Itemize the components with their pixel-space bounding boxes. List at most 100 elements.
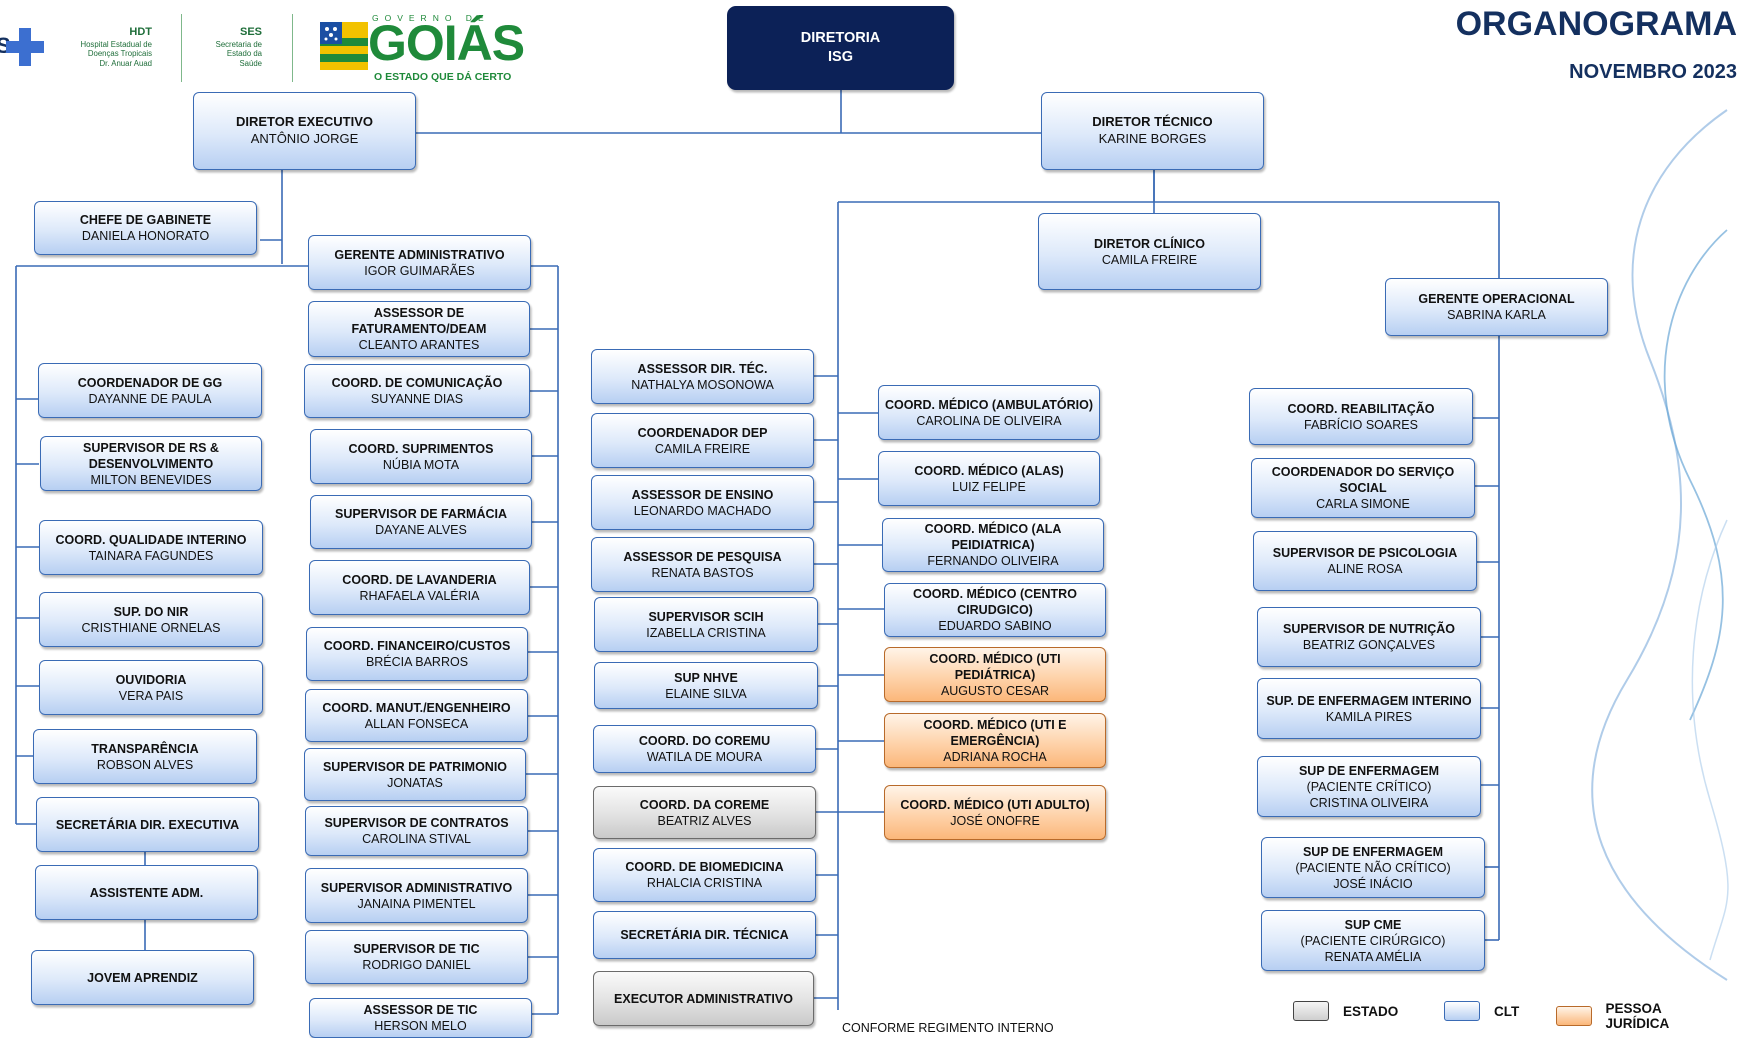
box-name: CAROLINA STIVAL — [362, 832, 471, 846]
box-title: COORD. SUPRIMENTOS — [348, 441, 494, 456]
org-box-jovem-aprendiz[interactable]: JOVEM APRENDIZ — [31, 950, 254, 1005]
box-title: EXECUTOR ADMINISTRATIVO — [614, 991, 793, 1006]
box-title: SUPERVISOR DE PSICOLOGIA — [1272, 546, 1458, 560]
box-name: LUIZ FELIPE — [952, 479, 1026, 494]
org-box-coordenador-gg[interactable]: COORDENADOR DE GG DAYANNE DE PAULA — [38, 363, 262, 418]
org-box-supervisor-farmacia[interactable]: SUPERVISOR DE FARMÁCIA DAYANE ALVES — [310, 495, 532, 549]
box-title: COORD. DE BIOMEDICINA — [625, 860, 784, 874]
org-box-diretoria[interactable]: DIRETORIA ISG — [727, 6, 954, 90]
box-title: SUPERVISOR ADMINISTRATIVO — [320, 880, 513, 895]
org-box-med-alas[interactable]: COORD. MÉDICO (ALAS) LUIZ FELIPE — [878, 451, 1100, 506]
box-name: KAMILA PIRES — [1325, 709, 1413, 724]
org-box-med-uti-pediatrica[interactable]: COORD. MÉDICO (UTI PEDIÁTRICA) AUGUSTO C… — [884, 647, 1106, 702]
legend-label: CLT — [1494, 1003, 1520, 1019]
box-name: JONATAS — [387, 775, 443, 790]
box-title: COORD. MÉDICO (ALA PEIDIATRICA) — [924, 522, 1062, 552]
org-box-supervisor-rs[interactable]: SUPERVISOR DE RS & DESENVOLVIMENTO MILTO… — [40, 436, 262, 491]
ses-line: Estado da — [226, 49, 262, 59]
org-box-coordenador-dep[interactable]: COORDENADOR DEP CAMILA FREIRE — [591, 413, 814, 468]
org-box-med-uti-adulto[interactable]: COORD. MÉDICO (UTI ADULTO) JOSÉ ONOFRE — [884, 785, 1106, 840]
org-box-gerente-administrativo[interactable]: GERENTE ADMINISTRATIVO IGOR GUIMARÃES — [308, 235, 531, 290]
box-title: ASSESSOR DE TIC — [363, 1003, 478, 1017]
org-box-assessor-dir-tec[interactable]: ASSESSOR DIR. TÉC. NATHALYA MOSONOWA — [591, 349, 814, 404]
box-title: SECRETÁRIA DIR. EXECUTIVA — [55, 817, 240, 832]
box-title: SUPERVISOR DE RS & DESENVOLVIMENTO — [83, 440, 219, 471]
org-box-assistente-adm[interactable]: ASSISTENTE ADM. — [35, 865, 258, 920]
org-box-supervisor-administrativo[interactable]: SUPERVISOR ADMINISTRATIVO JANAINA PIMENT… — [305, 868, 528, 923]
box-name: ROBSON ALVES — [96, 757, 194, 772]
org-box-sup-enfermagem-critico[interactable]: SUP DE ENFERMAGEM (PACIENTE CRÍTICO) CRI… — [1257, 756, 1481, 817]
box-name: AUGUSTO CESAR — [940, 683, 1050, 698]
org-box-executor-administrativo[interactable]: EXECUTOR ADMINISTRATIVO — [593, 971, 814, 1026]
org-box-coord-biomedicina[interactable]: COORD. DE BIOMEDICINA RHALCIA CRISTINA — [593, 848, 816, 902]
org-box-supervisor-contratos[interactable]: SUPERVISOR DE CONTRATOS CAROLINA STIVAL — [305, 806, 528, 856]
org-box-supervisor-psicologia[interactable]: SUPERVISOR DE PSICOLOGIA ALINE ROSA — [1253, 531, 1477, 591]
org-box-secretaria-tecnica[interactable]: SECRETÁRIA DIR. TÉCNICA — [593, 911, 816, 959]
box-name: BEATRIZ GONÇALVES — [1302, 638, 1436, 652]
box-name: CAROLINA DE OLIVEIRA — [916, 413, 1062, 428]
org-box-coord-coreme[interactable]: COORD. DA COREME BEATRIZ ALVES — [593, 786, 816, 839]
page-title: ORGANOGRAMA — [1455, 5, 1737, 43]
box-title: COORDENADOR DO SERVIÇO SOCIAL — [1271, 465, 1455, 495]
legend-pessoa-juridica: PESSOA JURÍDICA — [1556, 1001, 1727, 1031]
box-title: SUP CME — [1344, 917, 1402, 932]
org-box-med-centro-cirurgico[interactable]: COORD. MÉDICO (CENTRO CIRUDGICO) EDUARDO… — [884, 583, 1106, 637]
legend-swatch-clt — [1444, 1001, 1480, 1021]
org-box-coord-reabilitacao[interactable]: COORD. REABILITAÇÃO FABRÍCIO SOARES — [1249, 388, 1473, 445]
org-box-supervisor-tic[interactable]: SUPERVISOR DE TIC RODRIGO DANIEL — [305, 930, 528, 984]
box-title: GERENTE OPERACIONAL — [1418, 292, 1575, 306]
goias-wordmark: GOIÁS — [368, 15, 525, 71]
box-title: ASSESSOR DE FATURAMENTO/DEAM — [351, 306, 487, 336]
box-title: OUVIDORIA — [115, 672, 187, 687]
box-subtitle: (PACIENTE CRÍTICO) — [1306, 779, 1432, 794]
box-title: SUP DE ENFERMAGEM — [1302, 844, 1444, 859]
org-box-med-uti-emergencia[interactable]: COORD. MÉDICO (UTI E EMERGÊNCIA) ADRIANA… — [884, 713, 1106, 768]
hdt-line: Dr. Anuar Auad — [99, 58, 152, 68]
org-box-assessor-ensino[interactable]: ASSESSOR DE ENSINO LEONARDO MACHADO — [591, 475, 814, 530]
org-box-director-clinico[interactable]: DIRETOR CLÍNICO CAMILA FREIRE — [1038, 213, 1261, 290]
box-title: ASSISTENTE ADM. — [89, 885, 204, 900]
org-box-assessor-faturamento[interactable]: ASSESSOR DE FATURAMENTO/DEAM CLEANTO ARA… — [308, 301, 530, 357]
org-box-secretaria-executiva[interactable]: SECRETÁRIA DIR. EXECUTIVA — [36, 797, 259, 852]
box-title: SUPERVISOR DE PATRIMONIO — [322, 759, 508, 774]
org-box-coord-financeiro[interactable]: COORD. FINANCEIRO/CUSTOS BRÉCIA BARROS — [306, 627, 528, 681]
org-box-sup-enfermagem-nao-critico[interactable]: SUP DE ENFERMAGEM (PACIENTE NÃO CRÍTICO)… — [1261, 837, 1485, 898]
org-box-supervisor-scih[interactable]: SUPERVISOR SCIH IZABELLA CRISTINA — [594, 597, 818, 652]
org-box-coord-manutencao[interactable]: COORD. MANUT./ENGENHEIRO ALLAN FONSECA — [305, 689, 528, 742]
org-box-supervisor-patrimonio[interactable]: SUPERVISOR DE PATRIMONIO JONATAS — [304, 748, 526, 801]
box-name: ELAINE SILVA — [665, 686, 747, 701]
org-box-supervisor-nutricao[interactable]: SUPERVISOR DE NUTRIÇÃO BEATRIZ GONÇALVES — [1257, 607, 1481, 667]
box-title: ASSESSOR DE ENSINO — [631, 487, 774, 502]
legend-label: ESTADO — [1343, 1003, 1399, 1019]
org-box-coord-comunicacao[interactable]: COORD. DE COMUNICAÇÃO SUYANNE DIAS — [304, 364, 530, 418]
org-box-ouvidoria[interactable]: OUVIDORIA VERA PAIS — [39, 660, 263, 715]
org-box-director-tecnico[interactable]: DIRETOR TÉCNICO KARINE BORGES — [1041, 92, 1264, 170]
org-box-sup-cme[interactable]: SUP CME (PACIENTE CIRÚRGICO) RENATA AMÉL… — [1261, 910, 1485, 971]
org-box-med-pediatrica[interactable]: COORD. MÉDICO (ALA PEIDIATRICA) FERNANDO… — [882, 518, 1104, 572]
org-box-coord-qualidade[interactable]: COORD. QUALIDADE INTERINO TAINARA FAGUND… — [39, 520, 263, 575]
org-box-sup-nir[interactable]: SUP. DO NIR CRISTHIANE ORNELAS — [39, 592, 263, 647]
box-title: ASSESSOR DIR. TÉC. — [637, 361, 768, 376]
box-title: COORD. MÉDICO (UTI E EMERGÊNCIA) — [923, 717, 1067, 748]
org-box-chefe-gabinete[interactable]: CHEFE DE GABINETE DANIELA HONORATO — [34, 201, 257, 255]
org-box-coord-lavanderia[interactable]: COORD. DE LAVANDERIA RHAFAELA VALÉRIA — [309, 560, 530, 615]
org-box-med-ambulatorio[interactable]: COORD. MÉDICO (AMBULATÓRIO) CAROLINA DE … — [878, 385, 1100, 440]
box-name: RODRIGO DANIEL — [362, 958, 471, 972]
box-name: JOSÉ ONOFRE — [950, 813, 1040, 828]
box-name: NATHALYA MOSONOWA — [631, 377, 774, 392]
org-box-gerente-operacional[interactable]: GERENTE OPERACIONAL SABRINA KARLA — [1385, 278, 1608, 336]
org-box-director-executivo[interactable]: DIRETOR EXECUTIVO ANTÔNIO JORGE — [193, 92, 416, 170]
box-name: DAYANNE DE PAULA — [88, 391, 212, 406]
org-box-sup-nhve[interactable]: SUP NHVE ELAINE SILVA — [594, 662, 818, 709]
org-box-sup-enfermagem-interino[interactable]: SUP. DE ENFERMAGEM INTERINO KAMILA PIRES — [1257, 678, 1481, 739]
org-box-coord-servico-social[interactable]: COORDENADOR DO SERVIÇO SOCIAL CARLA SIMO… — [1251, 458, 1475, 518]
org-box-coord-suprimentos[interactable]: COORD. SUPRIMENTOS NÚBIA MOTA — [310, 429, 532, 484]
org-box-assessor-tic[interactable]: ASSESSOR DE TIC HERSON MELO — [309, 998, 532, 1038]
box-name: FERNANDO OLIVEIRA — [927, 554, 1059, 568]
box-name: WATILA DE MOURA — [646, 750, 763, 764]
box-name: JOSÉ INÁCIO — [1333, 876, 1413, 891]
org-box-transparencia[interactable]: TRANSPARÊNCIA ROBSON ALVES — [33, 729, 257, 784]
org-box-coord-coremu[interactable]: COORD. DO COREMU WATILA DE MOURA — [593, 725, 816, 773]
box-title: DIRETORIA — [800, 30, 881, 47]
org-box-assessor-pesquisa[interactable]: ASSESSOR DE PESQUISA RENATA BASTOS — [591, 537, 814, 592]
